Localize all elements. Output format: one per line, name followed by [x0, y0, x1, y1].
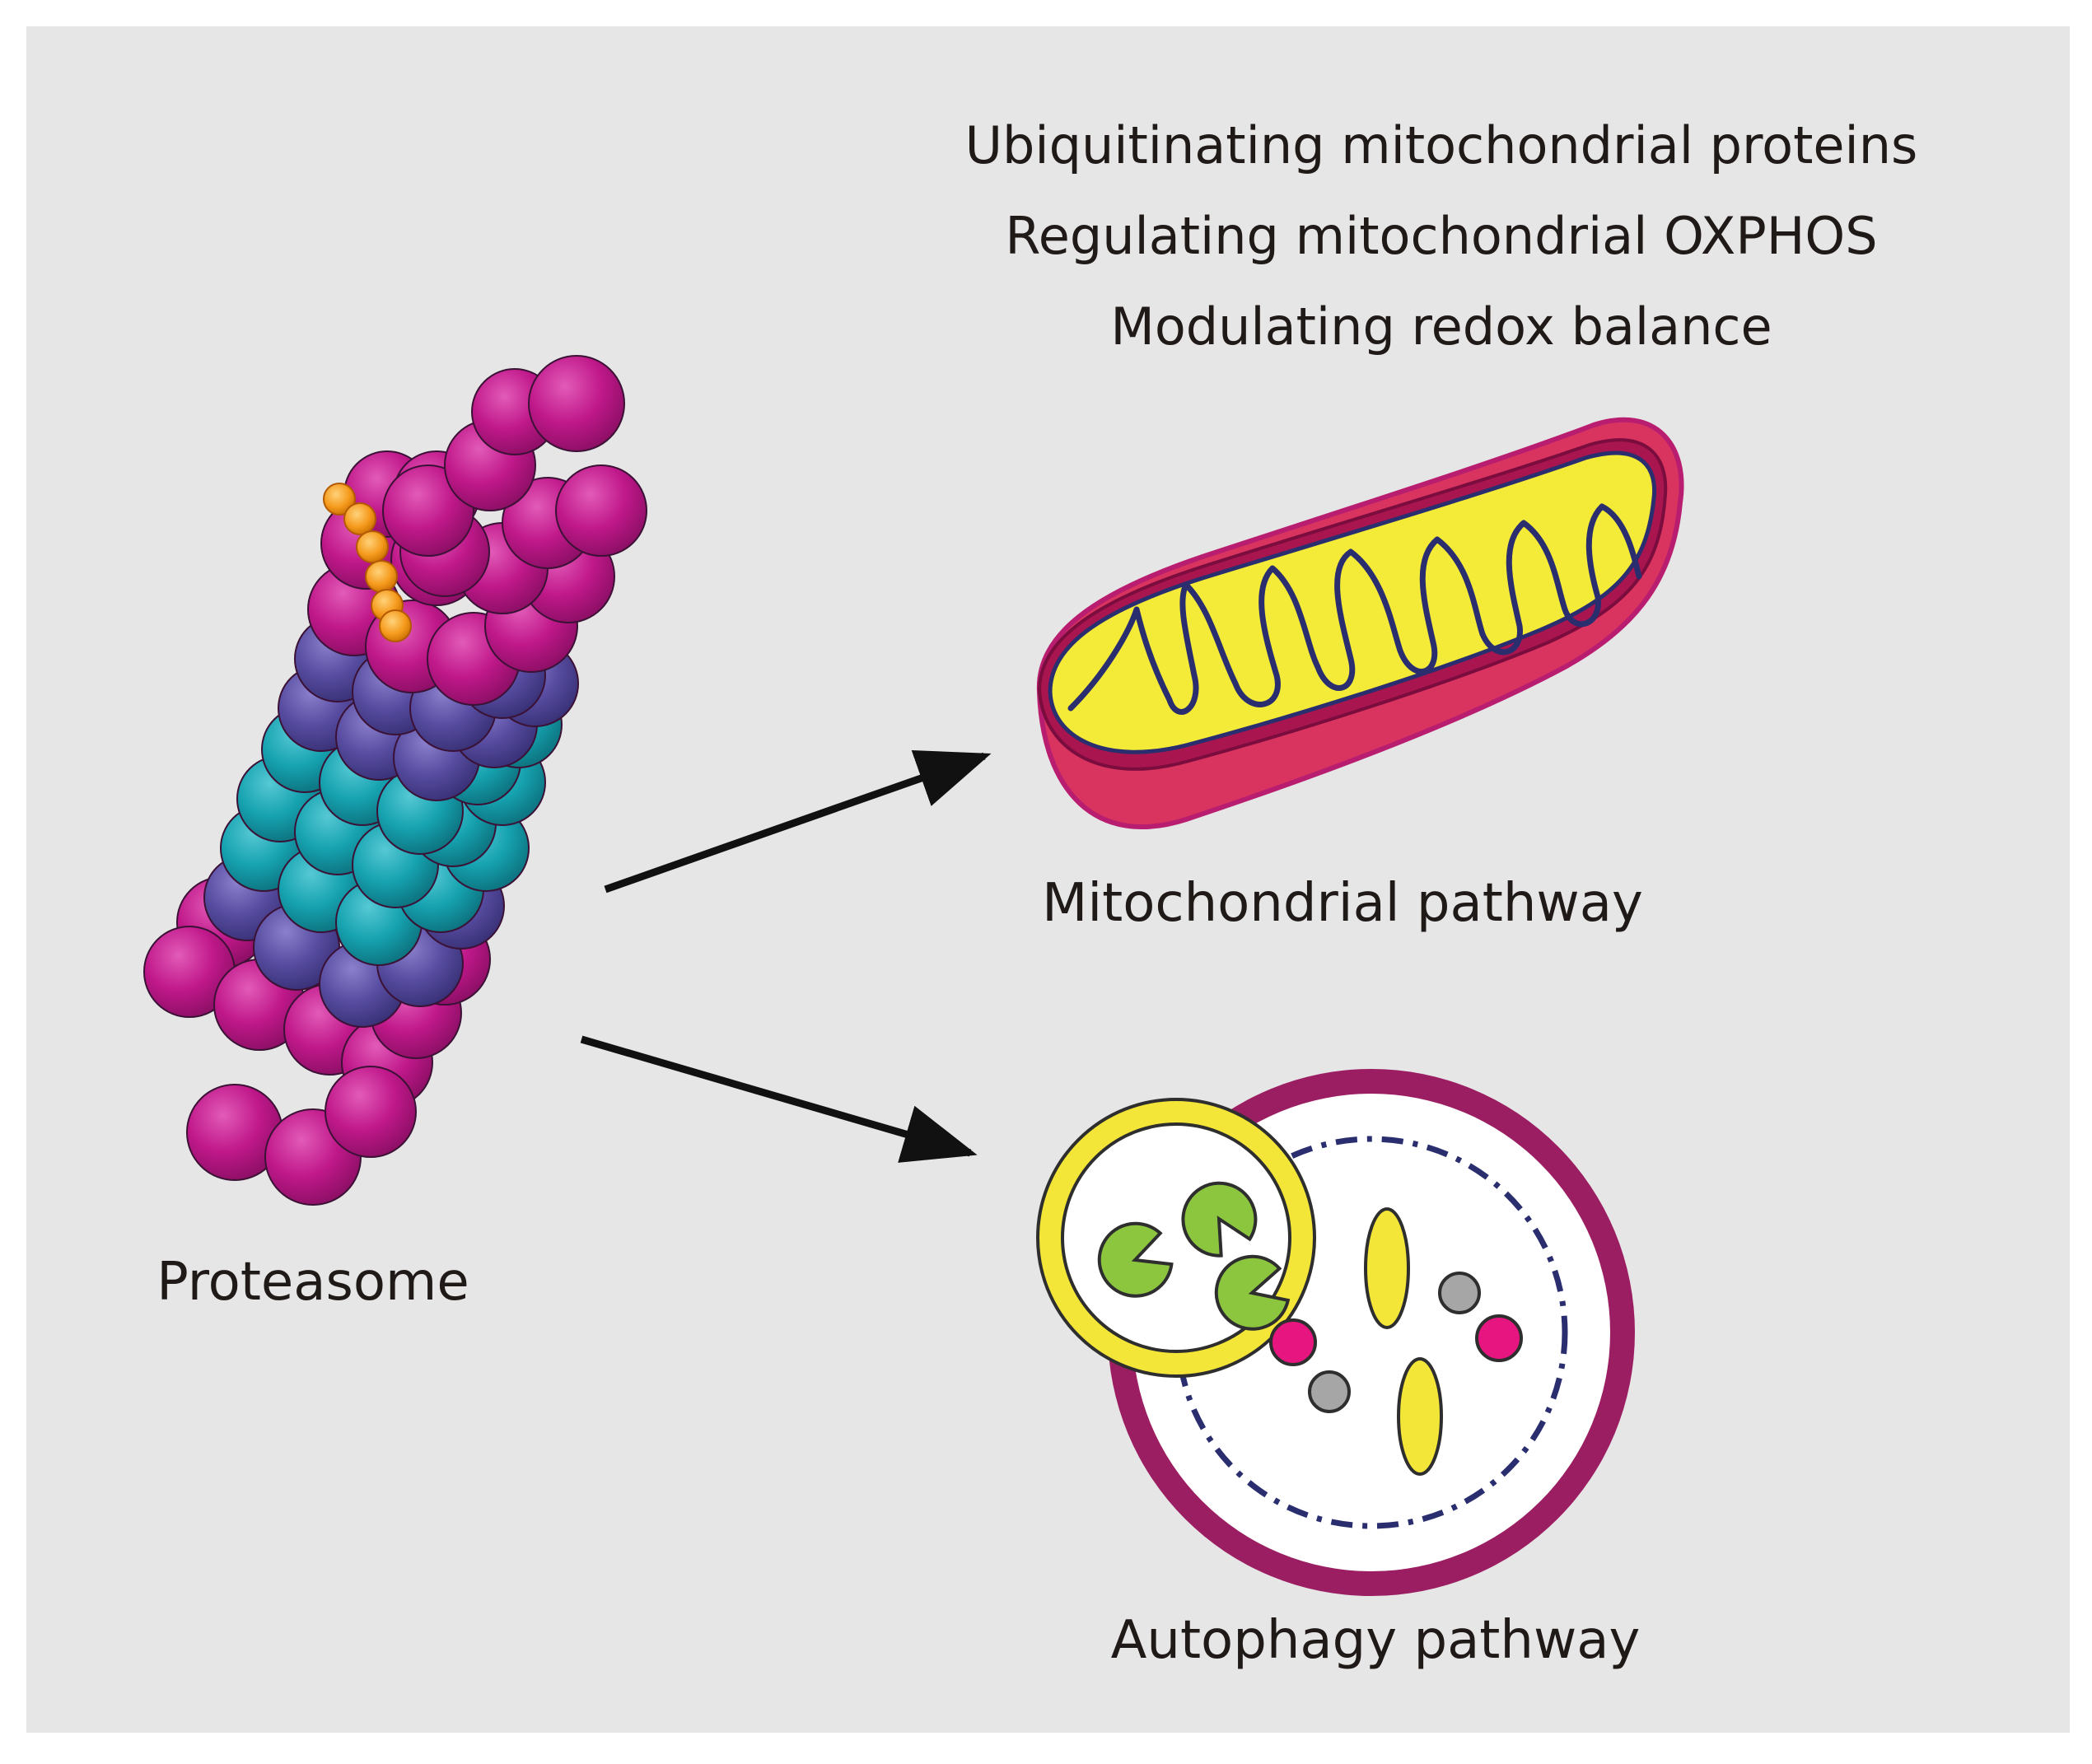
- cargo-pink-dot: [1475, 1314, 1523, 1362]
- ubiquitin-bead: [356, 530, 389, 563]
- ubiquitin-bead: [365, 560, 398, 593]
- ubiquitin-bead: [323, 483, 356, 516]
- proteasome-subunit-magenta: [555, 464, 647, 557]
- cargo-green-3: [1214, 1254, 1291, 1331]
- mitochondrion-icon: [1036, 417, 1684, 829]
- proteasome-icon: [143, 355, 647, 1206]
- function-line-3: Modulating redox balance: [1110, 296, 1772, 357]
- cargo-pink-dot: [1269, 1318, 1317, 1366]
- autophagy-pathway-label: Autophagy pathway: [1110, 1610, 1641, 1671]
- arrow-icon: [580, 1035, 978, 1163]
- function-line-1: Ubiquitinating mitochondrial proteins: [964, 115, 1918, 175]
- arrow-icon: [604, 749, 992, 894]
- proteasome-subunit-magenta: [528, 355, 625, 452]
- mitochondrion-matrix: [1048, 450, 1657, 754]
- ubiquitin-bead: [379, 609, 412, 642]
- ubiquitin-bead: [343, 502, 376, 535]
- cargo-yellow-ellipse: [1364, 1207, 1410, 1329]
- mitochondrial-pathway-label: Mitochondrial pathway: [1042, 873, 1643, 934]
- cristae: [1067, 503, 1642, 715]
- arrow-to-mitochondria: [604, 749, 992, 894]
- cargo-grey-dot: [1308, 1370, 1351, 1413]
- function-line-2: Regulating mitochondrial OXPHOS: [1005, 206, 1878, 266]
- autophagosome-icon: [1036, 1069, 1635, 1596]
- cargo-grey-dot: [1438, 1272, 1481, 1314]
- arrow-to-autophagy: [580, 1035, 978, 1163]
- proteasome-subunit-magenta: [325, 1066, 417, 1158]
- cargo-yellow-ellipse: [1397, 1357, 1443, 1476]
- cargo-green-1: [1097, 1221, 1174, 1298]
- proteasome-label: Proteasome: [156, 1252, 469, 1313]
- cargo-green-2: [1181, 1181, 1258, 1258]
